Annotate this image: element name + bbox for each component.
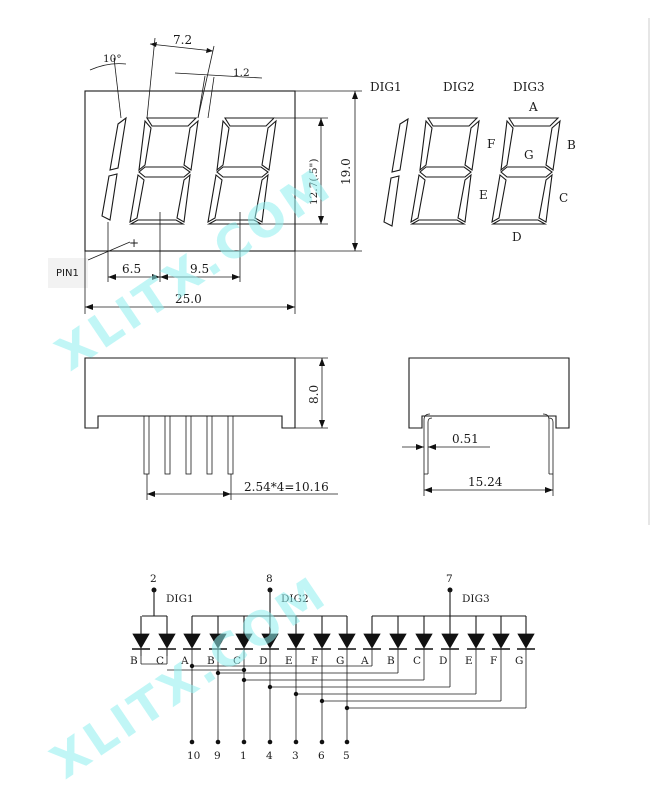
bottom-pin-6: 6 <box>318 750 325 762</box>
segment-d-label: D <box>512 230 522 244</box>
side-view-right: 0.51 15.24 <box>402 357 570 496</box>
digit-2-segments <box>128 117 199 225</box>
digit-1-segments <box>101 116 127 221</box>
diode-1: B <box>130 616 150 667</box>
diode-label-13: D <box>439 655 447 667</box>
segment-f-label: F <box>487 137 495 151</box>
diode-14: E <box>465 616 485 667</box>
depth-dim: 8.0 <box>307 385 321 404</box>
common-pin-1: 2 <box>150 573 157 585</box>
diode-label-5: C <box>233 655 241 667</box>
common-label-3: DIG3 <box>462 593 490 605</box>
diode-7: E <box>285 616 305 667</box>
segment-label-view: DIG1 DIG2 DIG3 A B C D E F G <box>370 80 576 244</box>
dig1-label: DIG1 <box>370 80 402 94</box>
diode-label-3: A <box>180 655 189 667</box>
diode-11: B <box>387 616 407 667</box>
diode-label-1: B <box>130 655 138 667</box>
row-spacing-dim: 15.24 <box>468 475 503 489</box>
diode-label-12: C <box>413 655 421 667</box>
bottom-pin-3: 1 <box>240 750 247 762</box>
diode-9: G <box>336 616 356 667</box>
front-view: 10° 7.2 1.2 12.7(.5") 19.0 + PIN1 <box>48 33 362 314</box>
diode-label-15: F <box>490 655 497 667</box>
diode-15: F <box>490 616 510 667</box>
watermark-1: XLITX.COM <box>46 157 342 381</box>
diode-3: A <box>180 616 201 667</box>
pin1-to-digit-dim: 6.5 <box>122 262 141 276</box>
schematic: 2 DIG1 8 DIG2 7 DIG3 B C A B C D E F G A B C D E F G <box>130 573 535 762</box>
diode-label-10: A <box>360 655 369 667</box>
diode-16: G <box>515 616 535 667</box>
bottom-pin-4: 4 <box>266 750 273 762</box>
diode-8: F <box>311 616 331 667</box>
diode-13: D <box>439 616 459 667</box>
bottom-pin-7: 5 <box>343 750 350 762</box>
bottom-pin-2: 9 <box>214 750 221 762</box>
diode-4: B <box>207 616 227 667</box>
segment-g-label: G <box>524 148 534 162</box>
segment-a-label: A <box>528 100 538 114</box>
diode-label-2: C <box>156 655 164 667</box>
common-label-1: DIG1 <box>166 593 194 605</box>
total-width-dim: 25.0 <box>175 292 202 306</box>
diode-label-4: B <box>207 655 215 667</box>
digit-height-dim: 12.7(.5") <box>308 159 320 205</box>
common-label-2: DIG2 <box>281 593 309 605</box>
pin1-label: PIN1 <box>56 268 79 279</box>
diode-6: D <box>259 616 279 667</box>
common-pin-2: 8 <box>266 573 273 585</box>
segment-bus <box>140 650 527 745</box>
common-pin-3: 7 <box>446 573 453 585</box>
pin-pitch-dim: 2.54*4=10.16 <box>244 480 329 494</box>
diode-5: C <box>233 616 253 667</box>
digit-3-segments <box>206 117 277 225</box>
diode-12: C <box>413 616 433 667</box>
width-top-dim: 7.2 <box>173 33 192 47</box>
diode-label-14: E <box>465 655 473 667</box>
diode-label-11: B <box>387 655 395 667</box>
display-body-outline <box>84 90 296 252</box>
segment-c-label: C <box>559 191 568 205</box>
seg-width-dim: 1.2 <box>233 67 250 79</box>
digit-pitch-dim: 9.5 <box>190 262 209 276</box>
dig2-label: DIG2 <box>443 80 475 94</box>
pin-dia-dim: 0.51 <box>452 432 479 446</box>
diode-label-16: G <box>515 655 523 667</box>
bottom-pin-5: 3 <box>292 750 299 762</box>
dig3-label: DIG3 <box>513 80 545 94</box>
diode-10: A <box>360 616 381 667</box>
pin1-label-box <box>48 258 88 288</box>
segment-b-label: B <box>567 138 576 152</box>
diode-label-6: D <box>259 655 267 667</box>
height-dim: 19.0 <box>339 158 353 185</box>
bottom-pin-1: 10 <box>187 750 200 762</box>
segment-e-label: E <box>479 188 488 202</box>
pin1-plus: + <box>129 236 139 250</box>
angle-dim: 10° <box>103 53 122 65</box>
diode-label-8: F <box>311 655 318 667</box>
diode-label-9: G <box>336 655 344 667</box>
side-view-left: 8.0 2.54*4=10.16 <box>84 357 338 500</box>
diode-label-7: E <box>285 655 293 667</box>
